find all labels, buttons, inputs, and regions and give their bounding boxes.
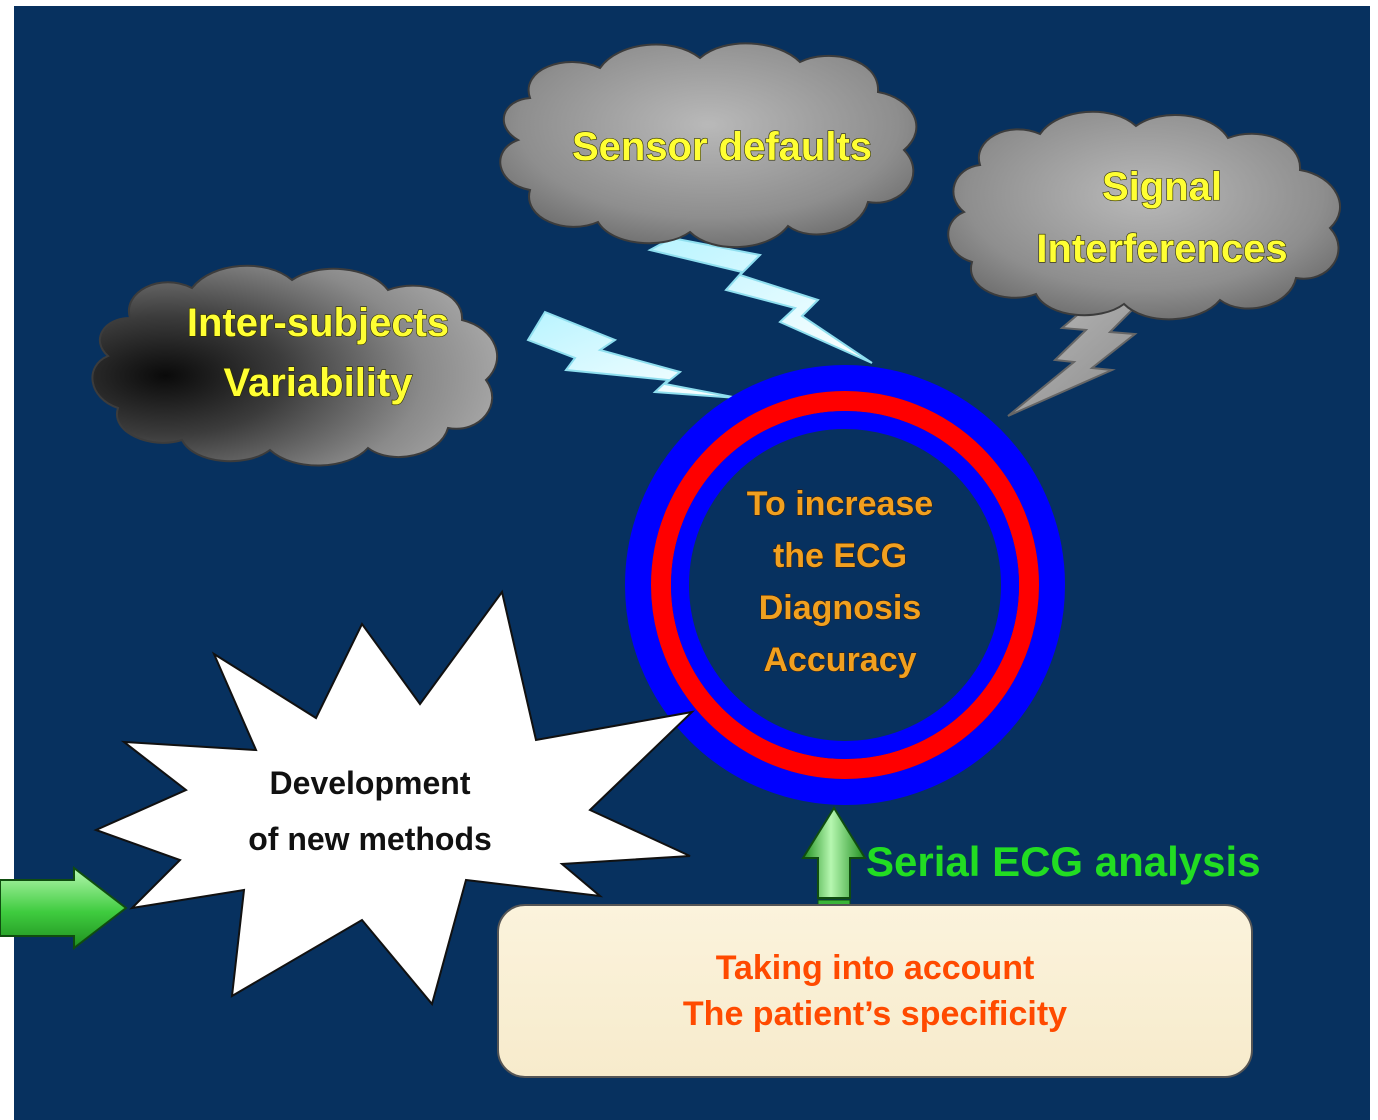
goal-rings: To increase the ECG Diagnosis Accuracy — [625, 365, 1065, 805]
red-ring — [651, 391, 1039, 779]
patient-box-line-2: The patient’s specificity — [682, 995, 1068, 1033]
development-line-2: of new methods — [248, 821, 492, 857]
interferences-label: Interferences — [1036, 227, 1287, 271]
signal-interferences-cloud: Signal Interferences — [947, 110, 1341, 321]
signal-label: Signal — [1102, 165, 1222, 209]
inter-lightning-bolt — [526, 310, 739, 399]
serial-up-arrow — [801, 806, 867, 911]
goal-line-1: To increase — [747, 485, 933, 523]
inter-subjects-label: Inter-subjects — [187, 301, 449, 345]
inter-subjects-cloud: Inter-subjects Variability — [91, 264, 498, 467]
variability-label: Variability — [224, 361, 414, 405]
sensor-lightning-bolt — [647, 236, 873, 364]
sensor-defaults-label: Sensor defaults — [572, 125, 872, 169]
development-line-1: Development — [270, 765, 471, 801]
goal-line-4: Accuracy — [763, 641, 916, 679]
sensor-defaults-cloud: Sensor defaults — [499, 42, 918, 249]
goal-line-2: the ECG — [773, 537, 907, 575]
outer-blue-ring — [625, 365, 1065, 805]
goal-line-3: Diagnosis — [759, 589, 921, 627]
patient-box-line-1: Taking into account — [715, 949, 1035, 987]
serial-ecg-label: Serial ECG analysis — [866, 838, 1261, 885]
patient-specificity-box: Taking into account The patient’s specif… — [497, 904, 1253, 1078]
development-starburst: Development of new methods — [93, 589, 696, 1007]
inner-blue-ring — [671, 411, 1019, 759]
signal-lightning-bolt — [1007, 298, 1143, 417]
left-input-arrow — [0, 865, 128, 951]
